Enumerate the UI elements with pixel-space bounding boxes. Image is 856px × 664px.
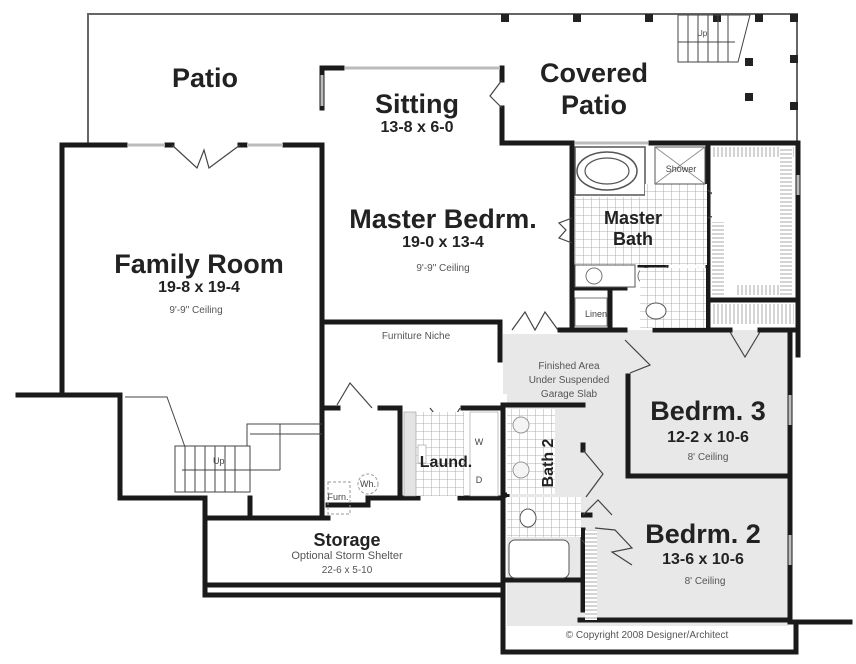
room-dims-sitting: 13-8 x 6-0 — [380, 119, 454, 136]
room-label-family-room: Family Room — [114, 249, 284, 279]
patio-outline — [87, 13, 798, 143]
master-closet — [712, 147, 794, 324]
washer-label: W — [474, 437, 484, 447]
room-label-bedroom-3: Bedrm. 3 — [650, 396, 766, 426]
room-label-linen: Linen — [584, 309, 608, 319]
storage-walls — [202, 585, 503, 598]
water-heater-label: Wh. — [359, 479, 377, 489]
copyright-notice: © Copyright 2008 Designer/Architect — [565, 630, 729, 641]
room-label-furniture-niche: Furniture Niche — [381, 331, 451, 342]
laundry-fixtures — [403, 411, 499, 497]
main-stair — [125, 396, 322, 493]
room-label-covered-patio-line2: Patio — [560, 90, 628, 120]
finished-area-line1: Finished Area — [538, 361, 600, 372]
room-label-master-bath-line2: Bath — [613, 229, 653, 249]
room-label-sitting: Sitting — [375, 89, 459, 119]
main-stair-up-label: Up — [213, 456, 225, 466]
room-label-bedroom-2: Bedrm. 2 — [645, 519, 761, 549]
room-label-master-bedroom: Master Bedrm. — [349, 204, 537, 234]
walls — [15, 65, 853, 655]
dryer-label: D — [475, 475, 483, 485]
room-label-bath-2: Bath 2 — [540, 438, 557, 488]
master-bath-fixtures — [574, 146, 707, 328]
room-dims-family-room: 19-8 x 19-4 — [158, 279, 240, 296]
windows — [128, 66, 800, 565]
room-dims-bedroom-2: 13-6 x 10-6 — [662, 551, 744, 568]
room-dims-bedroom-3: 12-2 x 10-6 — [667, 429, 749, 446]
room-label-shower: Shower — [665, 164, 697, 174]
room-ceiling-family-room: 9'-9" Ceiling — [169, 305, 223, 316]
room-ceiling-bedroom-3: 8' Ceiling — [687, 452, 729, 463]
room-label-covered-patio-line1: Covered — [539, 58, 649, 88]
room-label-master-bath-line1: Master — [603, 208, 663, 228]
finished-area-line3: Garage Slab — [540, 389, 598, 400]
room-subtitle-storage: Optional Storm Shelter — [291, 550, 403, 562]
room-label-laundry: Laund. — [419, 454, 473, 471]
room-dims-master-bedroom: 19-0 x 13-4 — [402, 234, 484, 251]
room-label-storage: Storage — [313, 530, 381, 550]
room-ceiling-bedroom-2: 8' Ceiling — [684, 576, 726, 587]
room-ceiling-master-bedroom: 9'-9" Ceiling — [416, 263, 470, 274]
finished-area-line2: Under Suspended — [528, 375, 610, 386]
furnace-label: Furn. — [327, 492, 349, 502]
patio-stair — [677, 14, 751, 63]
bath-2-fixtures — [507, 409, 597, 620]
covered-patio-posts — [501, 14, 798, 110]
mechanical-fixtures — [327, 473, 379, 515]
room-dims-storage: 22-6 x 5-10 — [321, 565, 373, 576]
room-label-patio: Patio — [171, 63, 239, 93]
patio-stair-up-label: Up — [697, 29, 708, 38]
